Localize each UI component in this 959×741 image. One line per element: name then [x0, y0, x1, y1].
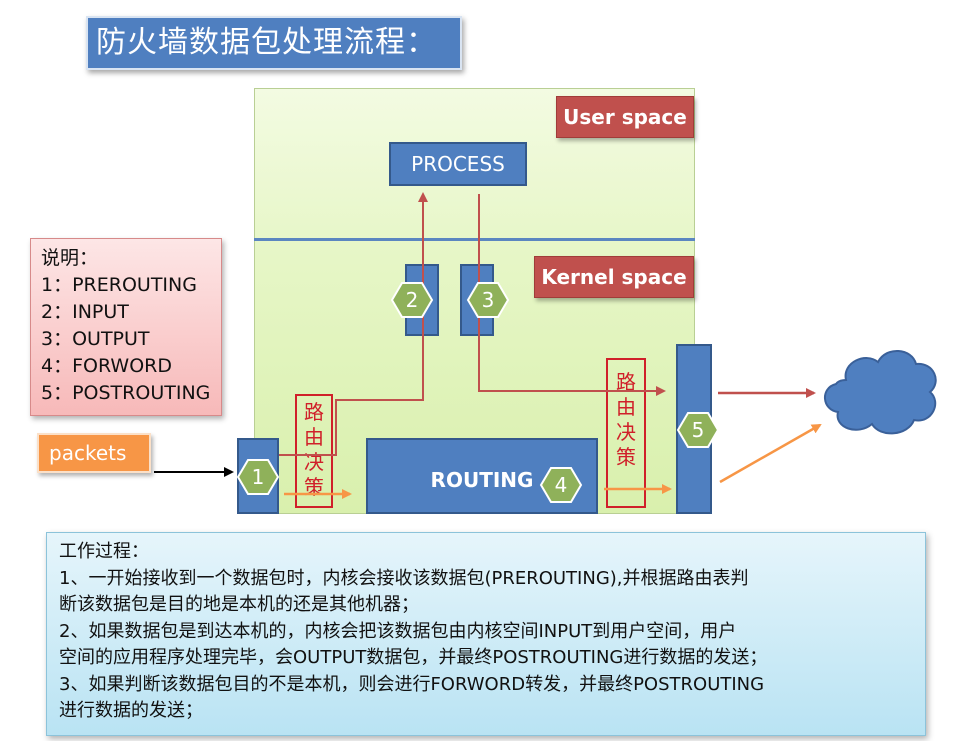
postrouting-orange-arrow [719, 423, 822, 484]
legend-item: 2：INPUT [41, 301, 129, 323]
step-3-hexagon: 3 [466, 282, 510, 318]
route-decision-char: 决 [616, 420, 636, 444]
route-decision-char: 由 [616, 395, 636, 419]
output-arrow [478, 194, 666, 396]
work-process-line: 2、如果数据包是到达本机的，内核会把该数据包由内核空间INPUT到用户空间，用户 [59, 620, 737, 642]
step-5-hexagon: 5 [676, 412, 720, 448]
route-decision-char: 策 [616, 445, 636, 469]
step-3-label: 3 [482, 288, 495, 312]
step-1-hexagon: 1 [236, 459, 280, 495]
legend-heading: 说明： [41, 247, 99, 269]
step-1-label: 1 [252, 465, 265, 489]
user-kernel-divider [254, 238, 695, 241]
step-5-label: 5 [692, 418, 705, 442]
work-process-line: 1、一开始接收到一个数据包时，内核会接收该数据包(PREROUTING),并根据… [59, 567, 749, 589]
work-process-box: 工作过程： 1、一开始接收到一个数据包时，内核会接收该数据包(PREROUTIN… [46, 532, 926, 736]
work-process-line: 空间的应用程序处理完毕，会OUTPUT数据包，并最终POSTROUTING进行数… [59, 647, 768, 668]
step-4-label: 4 [555, 473, 568, 497]
work-process-line: 进行数据的发送； [59, 700, 203, 721]
process-box: PROCESS [389, 142, 527, 186]
kernel-space-label: Kernel space [534, 256, 694, 298]
route-decision-char: 由 [304, 425, 324, 449]
packets-label: packets [37, 433, 151, 473]
route-decision-right: 路 由 决 策 [606, 358, 646, 508]
user-space-label: User space [556, 96, 694, 138]
legend-item: 3：OUTPUT [41, 328, 150, 350]
route-decision-char: 路 [304, 400, 324, 424]
input-arrow [279, 192, 428, 456]
work-process-line: 断该数据包是目的地是本机的还是其他机器； [59, 594, 419, 615]
step-4-hexagon: 4 [539, 467, 583, 503]
step-2-hexagon: 2 [390, 282, 434, 318]
step-2-label: 2 [406, 288, 419, 312]
page-title: 防火墙数据包处理流程： [86, 16, 462, 70]
legend-item: 1：PREROUTING [41, 274, 197, 296]
legend-box: 说明： 1：PREROUTING 2：INPUT 3：OUTPUT 4：FORW… [30, 238, 222, 416]
cloud-icon [824, 350, 937, 435]
work-process-heading: 工作过程： [59, 541, 149, 562]
work-process-line: 3、如果判断该数据包目的不是本机，则会进行FORWORD转发，并最终POSTRO… [59, 673, 765, 695]
legend-item: 5：POSTROUTING [41, 382, 211, 404]
route-decision-char: 路 [616, 370, 636, 394]
legend-item: 4：FORWORD [41, 355, 172, 377]
